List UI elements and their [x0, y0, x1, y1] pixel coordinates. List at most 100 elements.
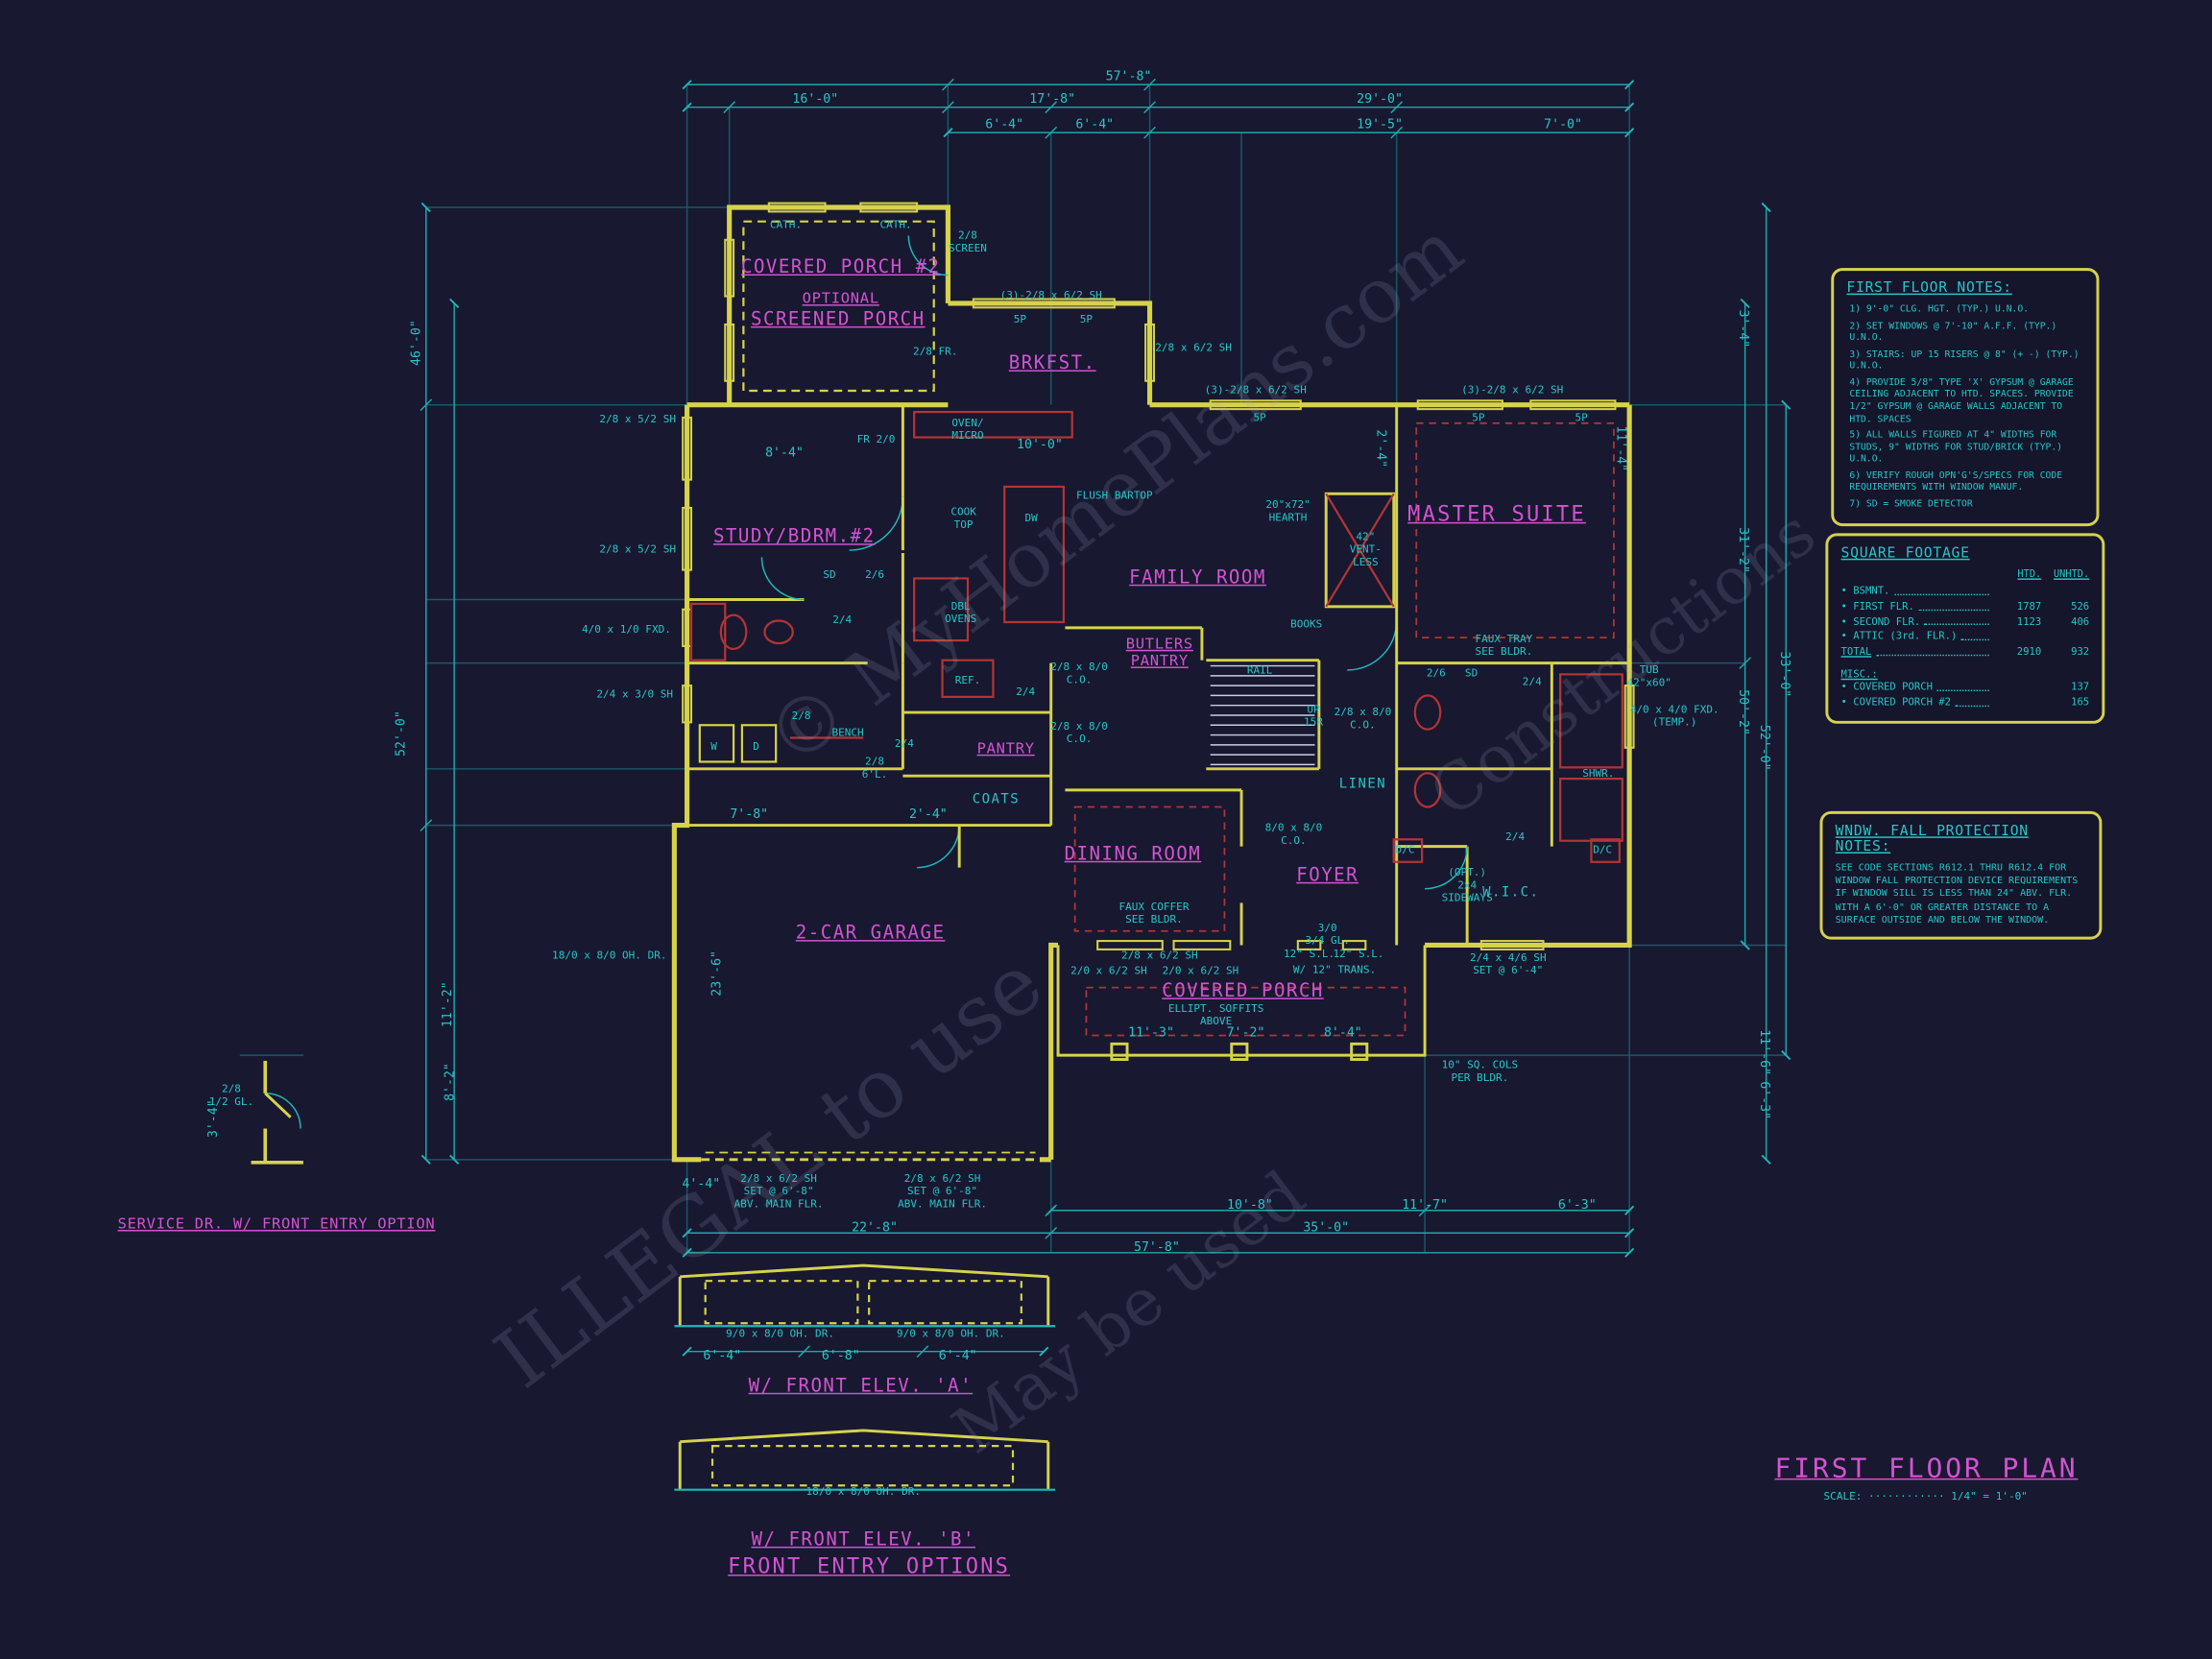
annotation-label: COATS — [972, 791, 1021, 808]
note-line: 3) STAIRS: UP 15 RISERS @ 8" (+ -) (TYP.… — [1849, 348, 2080, 372]
room-label: W/ FRONT ELEV. 'B' — [751, 1529, 976, 1551]
sqft-col-htd: HTD. — [2017, 568, 2042, 580]
annotation-label: 2/8 x 8/0 C.O. — [1050, 719, 1108, 745]
room-label: COVERED PORCH #2 — [740, 256, 941, 278]
annotation-label: RAIL — [1246, 663, 1273, 677]
annotation-label: 5P — [1575, 411, 1588, 424]
fixtures-casework — [689, 410, 1623, 863]
dimension-label: 35'-0" — [1303, 1221, 1350, 1236]
annotation-label: 2/8 x 5/2 SH — [599, 412, 676, 426]
sqft-col-unhtd: UNHTD. — [2053, 568, 2090, 580]
dimension-label: 6'-4" — [1075, 117, 1115, 132]
dimension-label: 6'-4" — [938, 1349, 977, 1364]
dimension-label: 10'-8" — [1226, 1198, 1273, 1214]
room-label: FAMILY ROOM — [1129, 567, 1266, 589]
note-line: 6) VERIFY ROUGH OPN'G'S/SPECS FOR CODE R… — [1849, 469, 2063, 493]
annotation-label: 2/4 — [894, 736, 914, 751]
dimension-label: 33'-0" — [1776, 651, 1791, 698]
annotation-label: 5P — [1013, 312, 1027, 325]
annotation-label: 2/6 — [1426, 666, 1446, 680]
room-label: COVERED PORCH — [1162, 980, 1324, 1002]
annotation-label: W.I.C. — [1482, 884, 1540, 902]
annotation-label: CATH. — [769, 218, 803, 231]
annotation-label: 18/0 x 8/0 OH. DR. — [805, 1484, 921, 1498]
dimension-label: 7'-2" — [1226, 1026, 1265, 1041]
annotation-label: 20"x72" HEARTH — [1265, 497, 1310, 524]
sqft-header: HTD. UNHTD. — [1841, 568, 2090, 580]
annotation-label: 2/8 x 6/2 SH — [1155, 340, 1232, 354]
annotation-label: 2/8 x 6/2 SH — [1121, 949, 1198, 962]
notes-box-title: FIRST FLOOR NOTES: — [1846, 280, 2012, 297]
dimension-label: 46'-0" — [410, 320, 424, 366]
note-line: 4) PROVIDE 5/8" TYPE 'X' GYPSUM @ GARAGE… — [1849, 376, 2074, 424]
annotation-label: 2/4 — [832, 613, 853, 626]
room-label: FRONT ENTRY OPTIONS — [728, 1553, 1011, 1579]
dimension-label: 2'-4" — [908, 807, 948, 823]
annotation-label: (3)-2/8 x 6/2 SH — [1204, 383, 1307, 397]
fall-box-body: SEE CODE SECTIONS R612.1 THRU R612.4 FOR… — [1835, 861, 2079, 926]
annotation-label: D — [753, 739, 759, 754]
dimension-label: 2'-4" — [1373, 429, 1387, 469]
sqft-row: • ATTIC (3rd. FLR.) — [1841, 630, 2090, 645]
annotation-label: FR 2/0 — [856, 432, 896, 445]
annotation-label: 2/4 — [1016, 685, 1036, 698]
service-door-detail — [251, 1060, 303, 1165]
note-line: 7) SD = SMOKE DETECTOR — [1849, 497, 1973, 510]
room-label: DINING ROOM — [1064, 844, 1202, 866]
dimension-label: 6'-3" — [1756, 1081, 1771, 1120]
dimension-label: 8'-2" — [444, 1063, 459, 1101]
annotation-label: 42" VENT- LESS — [1349, 530, 1382, 568]
dimension-label: 19'-5" — [1357, 117, 1403, 132]
annotation-label: 2/8 x 5/2 SH — [599, 542, 676, 556]
annotation-label: 2/0 x 6/2 SH — [1070, 964, 1147, 977]
annotation-label: 9/0 x 8/0 OH. DR. — [726, 1327, 834, 1340]
sqft-misc-label: MISC.: — [1840, 666, 1878, 681]
elevation-b — [674, 1429, 1056, 1491]
annotation-label: 12" S.L. — [1284, 947, 1335, 961]
dimension-label: 11'-2" — [441, 981, 456, 1028]
interior-walls — [686, 404, 1630, 946]
room-label: BRKFST. — [1008, 352, 1096, 374]
dimension-label: 11'-3" — [1128, 1026, 1174, 1041]
room-label: MASTER SUITE — [1407, 500, 1586, 527]
dimension-lines — [239, 78, 1791, 1358]
annotation-label: 4/0 x 4/0 FXD. (TEMP.) — [1629, 702, 1719, 729]
annotation-label: 2/4 x 4/6 SH SET @ 6'-4" — [1469, 950, 1547, 976]
annotation-label: D/C — [1593, 843, 1613, 856]
annotation-label: REF. — [954, 673, 981, 686]
annotation-label: 2/6 — [865, 567, 884, 581]
annotation-label: BENCH — [831, 726, 864, 739]
room-label: PANTRY — [976, 740, 1035, 757]
dimension-label: 57'-8" — [1134, 1240, 1180, 1256]
square-footage-box: SQUARE FOOTAGE HTD. UNHTD. • BSMNT.• FIR… — [1825, 533, 2105, 724]
room-label: 2-CAR GARAGE — [795, 923, 946, 945]
annotation-label: 2/8 x 6/2 SH SET @ 6'-8" ABV. MAIN FLR. — [733, 1171, 824, 1210]
annotation-label: SD — [823, 567, 836, 581]
dimension-label: 6'-4" — [985, 117, 1024, 132]
dimension-label: 7'-8" — [730, 807, 769, 823]
dimension-label: 23'-6" — [710, 950, 725, 997]
dimension-label: 31'-2" — [1735, 527, 1750, 573]
annotation-label: FLUSH BARTOP — [1076, 489, 1153, 502]
annotation-label: W — [710, 739, 717, 754]
annotation-label: COOK TOP — [950, 505, 976, 531]
annotation-label: 2/8 x 6/2 SH SET @ 6'-8" ABV. MAIN FLR. — [898, 1171, 987, 1210]
annotation-label: 2/4 x 3/0 SH — [596, 687, 674, 701]
dimension-label: 8'-4" — [1323, 1026, 1362, 1041]
annotation-label: DW — [1024, 511, 1038, 524]
annotation-label: 2/8 FR. — [912, 345, 958, 358]
annotation-label: BOOKS — [1290, 616, 1323, 631]
annotation-label: 9/0 x 8/0 OH. DR. — [896, 1327, 1005, 1340]
dimension-label: 6'-8" — [821, 1349, 860, 1364]
sheet-scale: SCALE: ············ 1/4" = 1'-0" — [1823, 1489, 2028, 1503]
dimension-label: 29'-0" — [1357, 92, 1403, 108]
dimension-label: 7'-0" — [1544, 117, 1582, 132]
dimension-label: 11'-6" — [1756, 1029, 1771, 1076]
dimension-label: 11'-4" — [1612, 425, 1627, 472]
